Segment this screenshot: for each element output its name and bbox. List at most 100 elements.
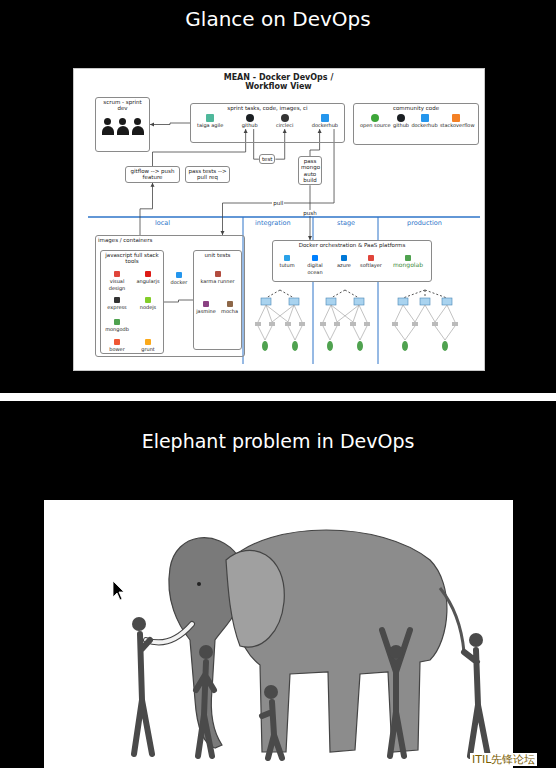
zone-label: production — [407, 219, 442, 227]
picture-frame — [44, 500, 513, 768]
slide-title: Glance on DevOps — [0, 7, 556, 31]
connector-line — [153, 129, 246, 166]
box-heading: community code — [356, 105, 476, 111]
zone-label: local — [155, 219, 170, 227]
box-heading: open source — [360, 123, 391, 129]
logo-icon — [227, 301, 233, 307]
edge-label: push — [302, 210, 317, 216]
team-figures — [98, 118, 147, 135]
logo-icon — [114, 271, 120, 277]
edge-label: pull — [272, 200, 284, 206]
slide-gap — [0, 393, 556, 401]
platform-label: softlayer — [360, 262, 382, 268]
connector — [254, 129, 259, 159]
label-item: mocha — [218, 301, 241, 315]
app-icon — [281, 114, 289, 122]
label-item: bower — [102, 339, 132, 353]
person-icon — [102, 118, 114, 135]
box-heading: taiga agile — [197, 123, 223, 129]
zone-label: integration — [255, 219, 291, 227]
label-item: integration — [255, 220, 291, 227]
process-box: javascript full stack tools visual design… — [100, 250, 164, 354]
connector — [164, 300, 193, 302]
box-heading: images / containers — [98, 237, 242, 243]
tool-label: express — [107, 304, 126, 310]
box-heading: sprint tasks, code, images, ci — [193, 105, 342, 111]
logo-icon — [203, 301, 209, 307]
label-item: angularjs — [133, 271, 163, 285]
elephant-ear — [226, 550, 284, 647]
diagram-panel: MEAN - Docker DevOps / Workflow Viewscru… — [73, 68, 484, 370]
connector-line — [150, 123, 190, 125]
platform-label: azure — [337, 262, 351, 268]
label-item: Elephant problem in DevOps — [0, 431, 556, 453]
process-box: pass tests --> pull req — [185, 166, 230, 183]
tool-label: mongodb — [105, 326, 129, 332]
connector — [150, 123, 190, 127]
connector — [153, 129, 248, 166]
icon-row: open sourcegithubdockerhubstackoverflow — [356, 114, 476, 129]
box-heading: dockerhub — [411, 123, 437, 129]
logo-icon — [145, 339, 151, 345]
tool-label: karma runner — [200, 278, 234, 284]
tool-label: visual design — [109, 278, 126, 291]
process-box: pass mongo auto build — [298, 156, 322, 185]
man-figure — [196, 662, 214, 756]
man-figure — [134, 634, 152, 754]
elephant-tail — [440, 588, 464, 652]
logo-icon — [114, 339, 120, 345]
person-head — [104, 118, 111, 125]
logo-icon — [114, 297, 120, 303]
platform-label: digital ocean — [307, 262, 323, 275]
arrow-head — [283, 129, 287, 133]
tool-label: nodejs — [140, 304, 156, 310]
tool-label: docker — [171, 279, 188, 285]
connector-line — [254, 129, 259, 159]
app-icon — [321, 114, 329, 122]
label-item: jasmine — [194, 301, 218, 315]
slide-title: Elephant problem in DevOps — [142, 430, 415, 452]
process-box: images / containers javascript full stack… — [95, 235, 245, 357]
label-item: softlayer — [356, 255, 386, 269]
box-heading: dockerhub — [312, 123, 338, 129]
slide-background — [0, 401, 556, 768]
label-item: digital ocean — [299, 255, 331, 276]
icon-node: circleci — [276, 114, 293, 129]
label-item: docker — [167, 272, 191, 286]
icon-node: stackoverflow — [440, 114, 472, 129]
server-cluster — [320, 290, 370, 351]
slide-background — [0, 0, 556, 393]
logo-icon — [284, 255, 290, 261]
icon-node: taiga agile — [197, 114, 223, 129]
box-heading: test — [262, 156, 273, 162]
connector-line — [275, 129, 284, 159]
box-heading: github — [242, 123, 258, 129]
diagram-panel-ground — [74, 69, 485, 371]
process-box: sprint tasks, code, images, ci taiga agil… — [190, 103, 345, 143]
logo-icon — [145, 271, 151, 277]
elephant-illustration — [132, 530, 488, 758]
person-body — [132, 126, 144, 135]
platform-label: mongolab — [393, 261, 423, 268]
process-box: unit tests karma runner jasminemocha — [193, 250, 242, 350]
process-box: community code open sourcegithubdockerhub… — [353, 103, 479, 145]
arrow-head — [318, 129, 322, 133]
icon-row: taiga agile github circleci dockerhub — [193, 114, 342, 129]
app-icon — [371, 114, 379, 122]
person-head — [134, 118, 141, 125]
platform-label: tutum — [279, 262, 294, 268]
logo-icon — [405, 255, 411, 261]
label-item: mongolab — [388, 255, 428, 269]
person-icon — [117, 118, 129, 135]
box-heading: unit tests — [196, 252, 239, 258]
box-heading: javascript full stack tools — [103, 252, 161, 265]
zone-divider — [243, 217, 244, 364]
box-heading: gitflow --> push feature — [128, 168, 177, 181]
logo-icon — [114, 319, 120, 325]
mouse-cursor — [113, 581, 124, 600]
label-item: express — [102, 297, 132, 311]
logo-icon — [341, 255, 347, 261]
process-box: scrum - sprint dev — [95, 97, 150, 152]
process-box: gitflow --> push feature — [125, 166, 180, 183]
